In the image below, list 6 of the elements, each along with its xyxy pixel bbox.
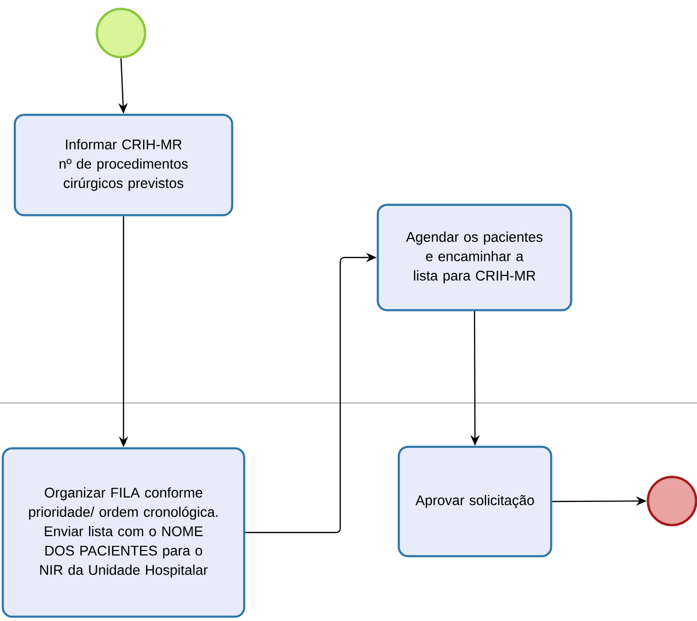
task-box: Aprovar solicitação (398, 446, 552, 558)
task-box: Organizar FILA conforme prioridade/ ordem cronológica. Enviar lista com o NOME DOS PACIENTES para o NIR da Unidade Hospitalar (2, 447, 246, 618)
end-event-circle (646, 476, 697, 526)
task-box: Informar CRIH-MR nº de procedimentos cirúrgicos previstos (14, 114, 234, 216)
start-event-circle (96, 8, 146, 58)
task-box: Agendar os pacientes e encaminhar a lista para CRIH-MR (376, 204, 572, 312)
